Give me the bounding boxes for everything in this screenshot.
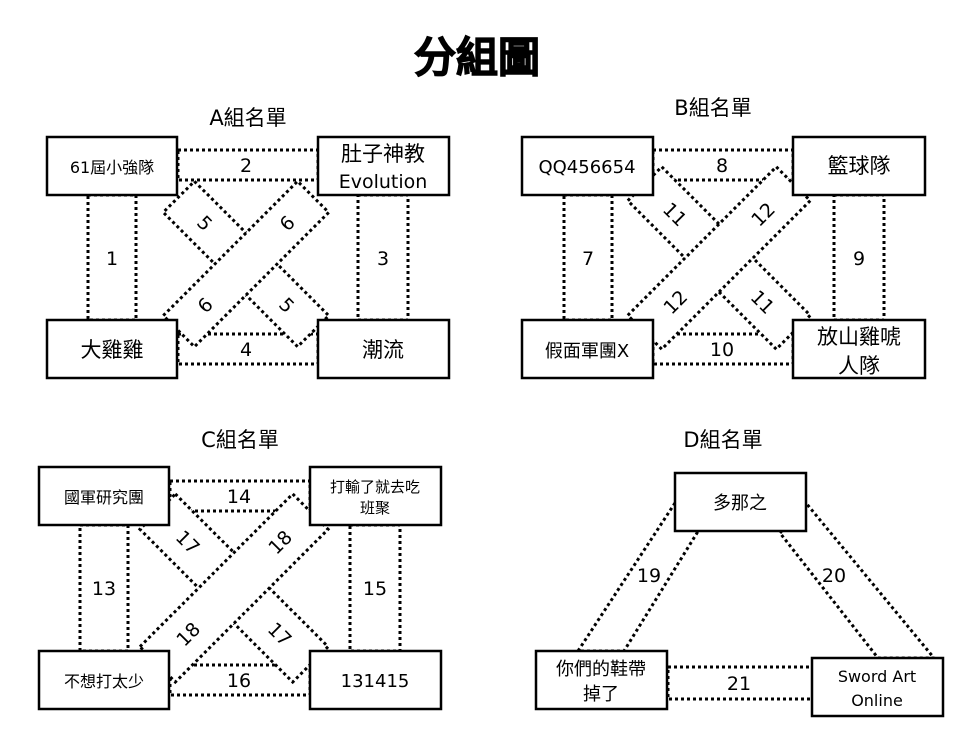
- team-box: [534, 649, 669, 711]
- team-name: 大雞雞: [81, 338, 144, 362]
- group-d-title: D組名單: [683, 428, 762, 452]
- team-box: [45, 135, 179, 197]
- team-name: 國軍研究團: [64, 488, 144, 507]
- match-number: 4: [240, 339, 252, 361]
- match-number: 13: [92, 578, 116, 600]
- match-number: 2: [240, 155, 252, 177]
- group-b: B組名單 8 7 9 10 11 11 12 12 QQ456654 籃球隊 假…: [520, 96, 927, 380]
- team-box: [316, 135, 451, 197]
- match-band: [168, 479, 312, 513]
- team-name: 放山雞唬: [817, 325, 901, 349]
- team-name: 人隊: [838, 354, 880, 378]
- team-box: [673, 471, 808, 533]
- team-name: 肚子神教: [341, 142, 425, 166]
- team-box: [791, 318, 927, 380]
- team-name: 61屆小強隊: [70, 158, 154, 177]
- match-number: 7: [582, 248, 594, 270]
- team-box: [520, 135, 655, 197]
- group-c: C組名單 14 13 15 16 17 17 18 18 國軍研究團 打輸了就去…: [37, 428, 443, 711]
- team-box: [520, 318, 655, 380]
- match-number: 15: [363, 578, 387, 600]
- team-name: 潮流: [362, 338, 404, 362]
- team-name: 多那之: [713, 493, 767, 514]
- team-name: Evolution: [339, 171, 428, 193]
- match-band: [86, 193, 138, 322]
- team-name: Online: [851, 691, 903, 710]
- team-name: QQ456654: [538, 157, 635, 178]
- match-number: 1: [106, 248, 118, 270]
- team-box: [37, 465, 171, 527]
- group-a: A組名單 2 1 3 4 5 5 6 6 61屆小強隊 肚子神教 Evoluti…: [45, 106, 451, 380]
- team-name: 131415: [341, 671, 410, 692]
- team-box: [45, 318, 179, 380]
- match-number: 9: [853, 248, 865, 270]
- cross-band: 6 6: [161, 179, 331, 349]
- match-number: 16: [227, 670, 251, 692]
- match-band: [562, 193, 614, 322]
- match-number: 19: [637, 565, 661, 587]
- team-name: 打輸了就去吃: [330, 478, 420, 496]
- team-box: [308, 465, 443, 527]
- match-number: 14: [227, 486, 251, 508]
- group-a-title: A組名單: [209, 106, 286, 130]
- cross-band: 18 18: [137, 491, 331, 685]
- team-name: 不想打太少: [64, 672, 144, 691]
- group-c-title: C組名單: [201, 428, 279, 452]
- team-box: [810, 656, 945, 718]
- match-number: 8: [716, 155, 728, 177]
- match-number: 21: [727, 673, 751, 695]
- team-box: [791, 135, 927, 197]
- team-box: [37, 649, 171, 711]
- match-number: 10: [710, 339, 734, 361]
- team-name: 掉了: [583, 684, 619, 705]
- match-number: 20: [822, 565, 846, 587]
- team-name: 你們的鞋帶: [556, 659, 646, 680]
- team-name: 班聚: [360, 499, 390, 517]
- team-name: Sword Art: [838, 667, 916, 686]
- team-box: [308, 649, 443, 711]
- page-title: 分組圖: [414, 33, 540, 82]
- group-b-title: B組名單: [674, 96, 751, 120]
- team-box: [316, 318, 451, 380]
- group-d: D組名單 19 20 21 多那之 你們的鞋帶 掉了 Sword Art Onl…: [534, 428, 945, 718]
- team-name: 假面軍團X: [545, 341, 629, 362]
- match-number: 3: [377, 248, 389, 270]
- team-name: 籃球隊: [828, 154, 891, 178]
